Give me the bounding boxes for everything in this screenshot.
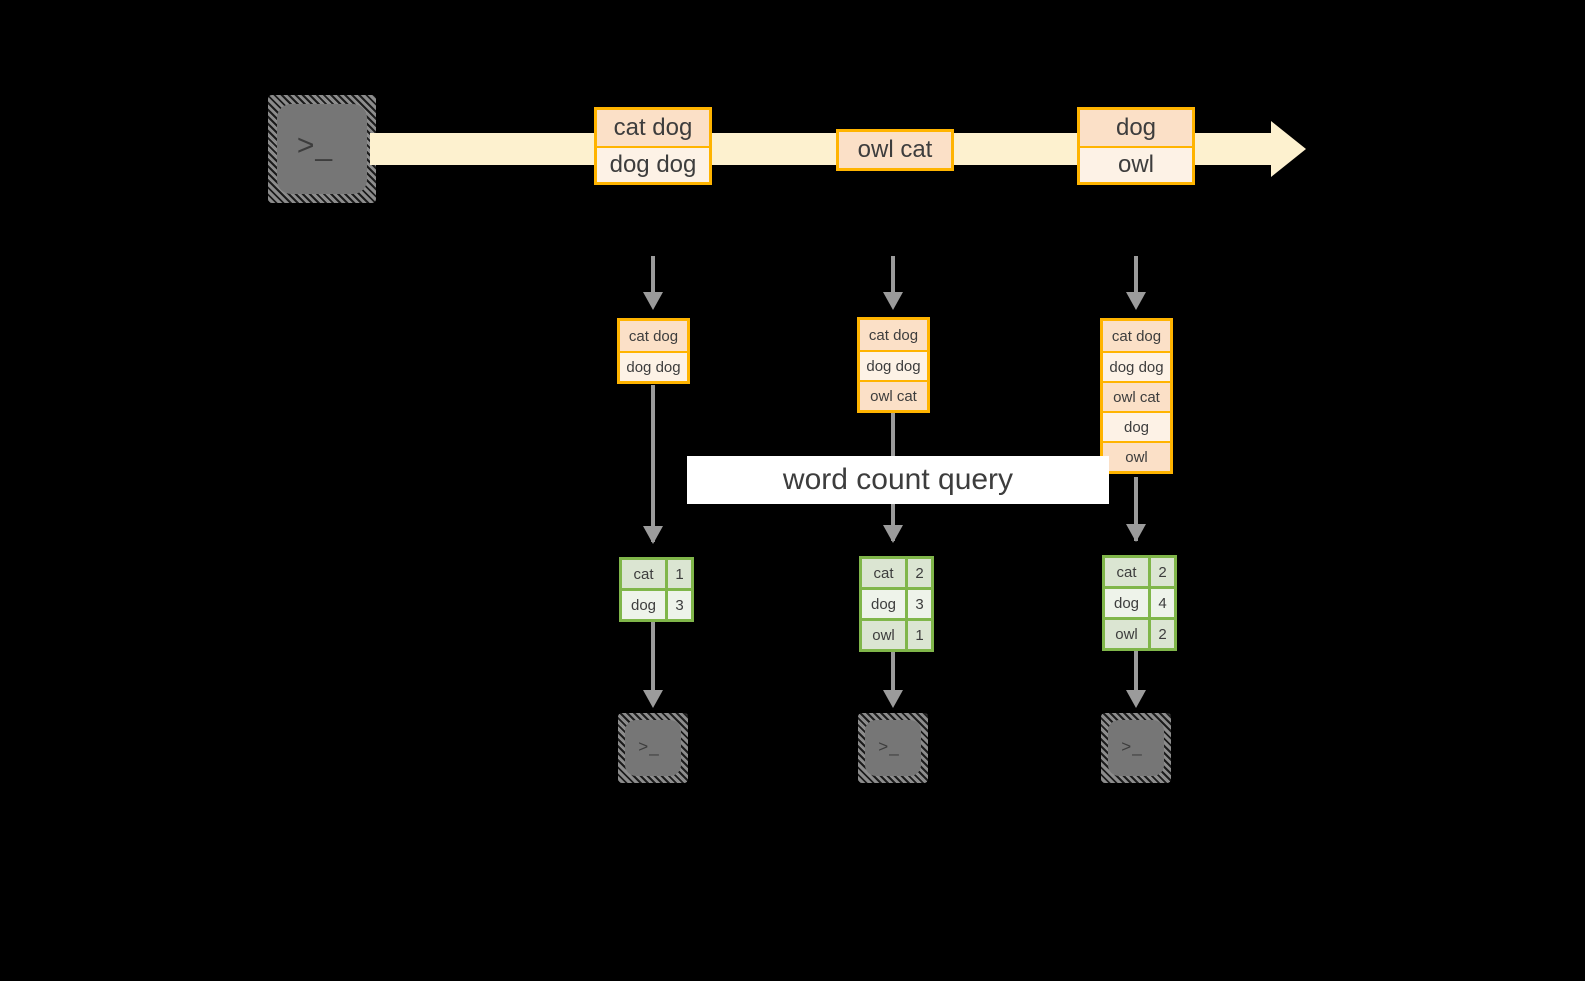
sink-arrow-head-icon [1126, 690, 1146, 708]
accumulated-record: owl cat [1103, 381, 1170, 411]
accumulated-record: dog dog [1103, 351, 1170, 381]
accumulated-record: dog dog [620, 351, 687, 381]
result-word: owl [1105, 620, 1151, 648]
sink-terminal-icon-1: >_ [618, 713, 688, 783]
dashed-down-arrow-icon [1134, 256, 1138, 298]
result-count: 2 [908, 559, 931, 587]
table-row: dog 3 [862, 587, 931, 618]
result-count: 2 [1151, 558, 1174, 586]
stream-batch-2: owl cat [836, 129, 954, 171]
accumulated-record: cat dog [620, 321, 687, 351]
result-word: dog [622, 591, 668, 619]
terminal-screen [1108, 720, 1164, 776]
stream-record: dog [1080, 110, 1192, 146]
sink-arrow-head-icon [643, 690, 663, 708]
terminal-screen [277, 104, 367, 194]
table-row: cat 1 [622, 560, 691, 588]
accumulated-record: owl cat [860, 380, 927, 410]
stream-arrow-head-icon [1271, 121, 1306, 177]
result-table-1: cat 1 dog 3 [619, 557, 694, 622]
table-row: cat 2 [862, 559, 931, 587]
accumulated-record: cat dog [860, 320, 927, 350]
result-word: cat [622, 560, 668, 588]
terminal-prompt-label: >_ [296, 129, 334, 162]
query-arrow-head-icon [1126, 524, 1146, 542]
result-word: cat [862, 559, 908, 587]
accumulated-table-1: cat dog dog dog [617, 318, 690, 384]
result-count: 3 [668, 591, 691, 619]
accumulated-record: cat dog [1103, 321, 1170, 351]
result-count: 3 [908, 590, 931, 618]
sink-arrow-icon [1134, 651, 1138, 697]
dashed-down-arrow-head-icon [643, 292, 663, 310]
sink-terminal-icon-2: >_ [858, 713, 928, 783]
accumulated-record: owl [1103, 441, 1170, 471]
accumulated-table-2: cat dog dog dog owl cat [857, 317, 930, 413]
accumulated-record: dog [1103, 411, 1170, 441]
result-table-3: cat 2 dog 4 owl 2 [1102, 555, 1177, 651]
dashed-down-arrow-head-icon [1126, 292, 1146, 310]
terminal-prompt-label: >_ [878, 736, 900, 756]
terminal-prompt-label: >_ [638, 736, 660, 756]
stream-record: cat dog [597, 110, 709, 146]
result-count: 4 [1151, 589, 1174, 617]
query-arrow-icon [651, 385, 655, 542]
accumulated-record: dog dog [860, 350, 927, 380]
table-row: owl 1 [862, 618, 931, 649]
stream-batch-3: dog owl [1077, 107, 1195, 185]
sink-arrow-icon [891, 652, 895, 697]
terminal-screen [625, 720, 681, 776]
result-word: dog [862, 590, 908, 618]
table-row: dog 3 [622, 588, 691, 619]
dashed-down-arrow-head-icon [883, 292, 903, 310]
query-arrow-icon [1134, 477, 1138, 541]
dashed-down-arrow-icon [891, 256, 895, 298]
sink-arrow-icon [651, 622, 655, 697]
table-row: cat 2 [1105, 558, 1174, 586]
stream-record: owl cat [839, 132, 951, 168]
accumulated-table-3: cat dog dog dog owl cat dog owl [1100, 318, 1173, 474]
result-word: cat [1105, 558, 1151, 586]
result-table-2: cat 2 dog 3 owl 1 [859, 556, 934, 652]
result-count: 2 [1151, 620, 1174, 648]
query-arrow-head-icon [643, 526, 663, 544]
stream-record: dog dog [597, 146, 709, 182]
result-count: 1 [668, 560, 691, 588]
table-row: dog 4 [1105, 586, 1174, 617]
sink-terminal-icon-3: >_ [1101, 713, 1171, 783]
result-word: owl [862, 621, 908, 649]
table-row: owl 2 [1105, 617, 1174, 648]
result-count: 1 [908, 621, 931, 649]
query-arrow-head-icon [883, 525, 903, 543]
result-word: dog [1105, 589, 1151, 617]
query-label-text: word count query [782, 463, 1014, 496]
source-terminal-icon: >_ [268, 95, 376, 203]
stream-record: owl [1080, 146, 1192, 182]
terminal-prompt-label: >_ [1121, 736, 1143, 756]
stream-batch-1: cat dog dog dog [594, 107, 712, 185]
sink-arrow-head-icon [883, 690, 903, 708]
dashed-down-arrow-icon [651, 256, 655, 298]
query-label: word count query [687, 456, 1109, 504]
terminal-screen [865, 720, 921, 776]
